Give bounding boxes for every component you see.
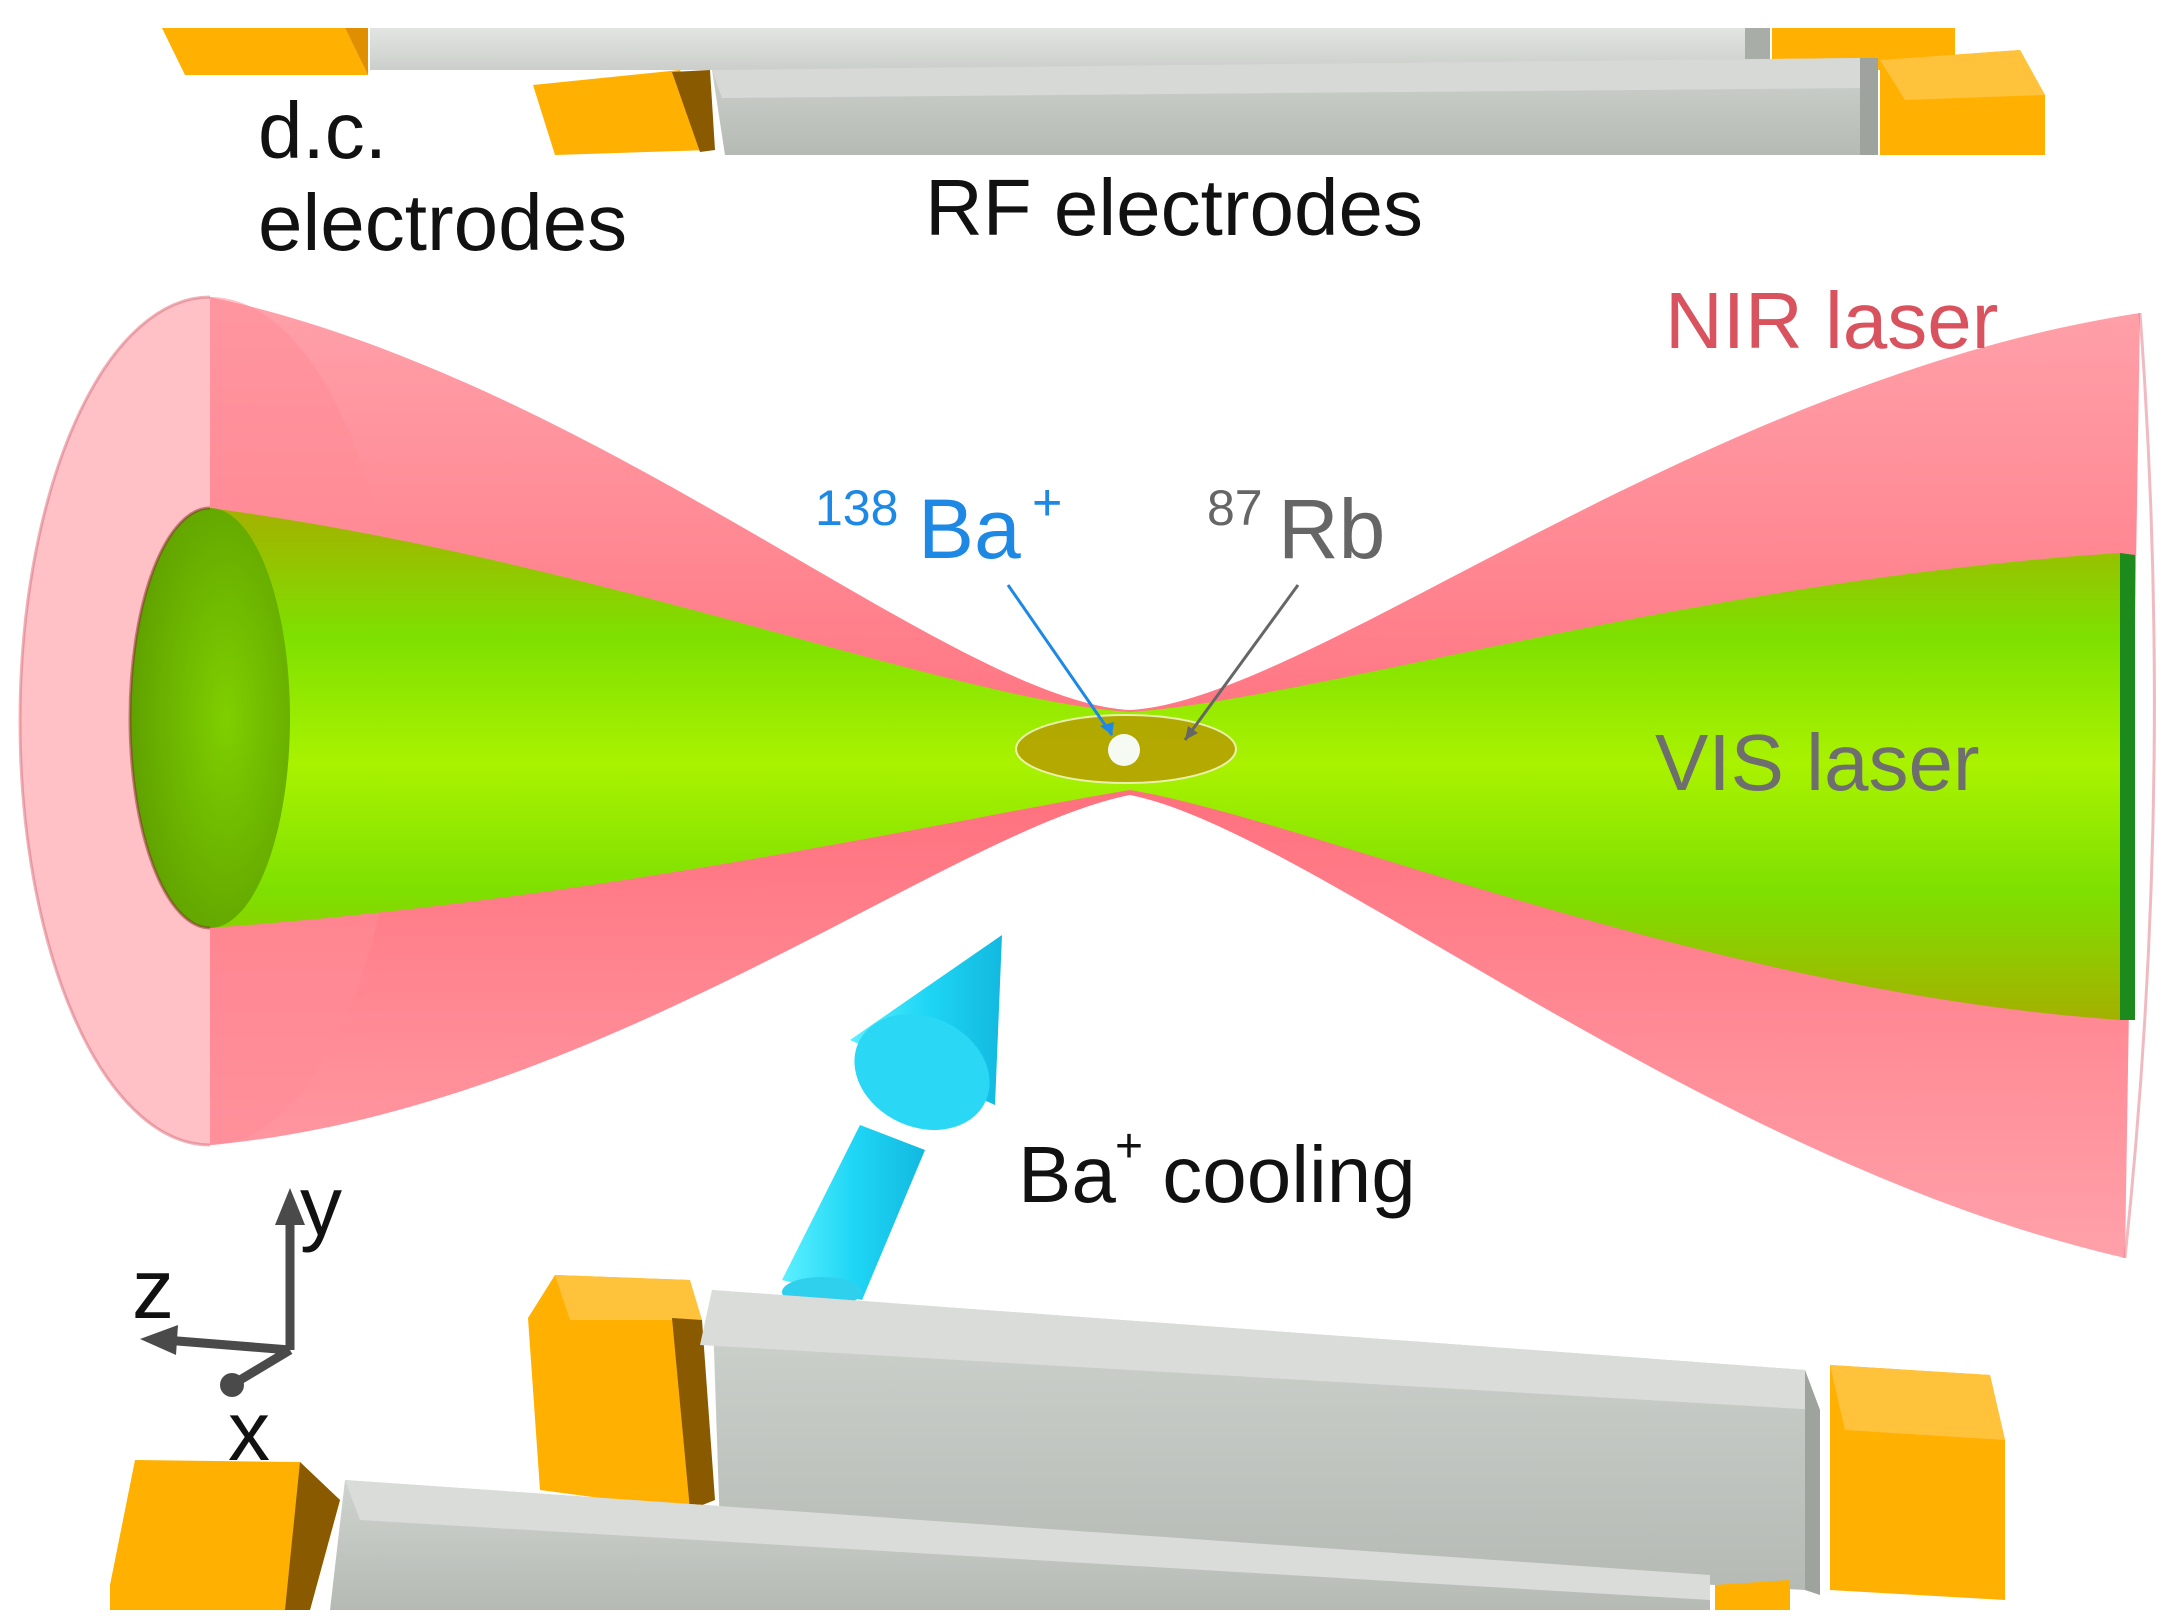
ba-ion <box>1108 734 1140 766</box>
rb-pointer <box>1183 584 1300 741</box>
rb-atom-label: 87 Rb <box>1207 480 1385 576</box>
rb-mass-number: 87 <box>1207 480 1263 536</box>
x-axis-arrow <box>237 1346 293 1384</box>
ba-cooling-label: Ba + cooling <box>1018 1120 1416 1219</box>
dc-electrodes-label-line2: electrodes <box>258 178 627 267</box>
dc-electrodes-label-line1: d.c. <box>258 86 387 175</box>
ba-charge: + <box>1032 474 1062 532</box>
top-electrodes <box>162 28 2045 155</box>
dc-electrode-bottom-front-right <box>1715 1580 1790 1610</box>
bottom-electrodes <box>110 1275 2005 1610</box>
vis-laser-label: VIS laser <box>1655 718 1980 807</box>
dc-electrode-bottom-back-left <box>528 1275 690 1510</box>
vis-beam-end-left <box>130 508 290 928</box>
vis-beam-end-right <box>2120 553 2135 1020</box>
cooling-ba-charge: + <box>1115 1120 1143 1173</box>
cooling-ba-symbol: Ba <box>1018 1130 1116 1219</box>
x-axis-label: x <box>228 1384 270 1478</box>
ba-pointer <box>1006 584 1114 736</box>
rf-electrodes-label: RF electrodes <box>925 163 1423 252</box>
coordinate-axes: y z x <box>132 1159 342 1478</box>
nir-laser-label: NIR laser <box>1665 276 1998 365</box>
dc-electrode-top-front-left <box>533 70 710 155</box>
dc-electrode-bottom-front-left <box>110 1460 340 1610</box>
ba-cooling-arrow <box>782 935 1002 1307</box>
z-axis-label: z <box>132 1242 174 1336</box>
dc-electrode-top-back-left <box>162 28 368 75</box>
rf-electrode-top-back <box>370 28 1745 70</box>
ba-symbol: Ba <box>918 482 1021 576</box>
cooling-text: cooling <box>1140 1130 1416 1219</box>
ba-mass-number: 138 <box>815 480 898 536</box>
rb-symbol: Rb <box>1278 482 1385 576</box>
ba-ion-label: 138 Ba + <box>815 474 1062 576</box>
y-axis-label: y <box>300 1159 342 1253</box>
z-axis-arrow <box>164 1335 291 1355</box>
